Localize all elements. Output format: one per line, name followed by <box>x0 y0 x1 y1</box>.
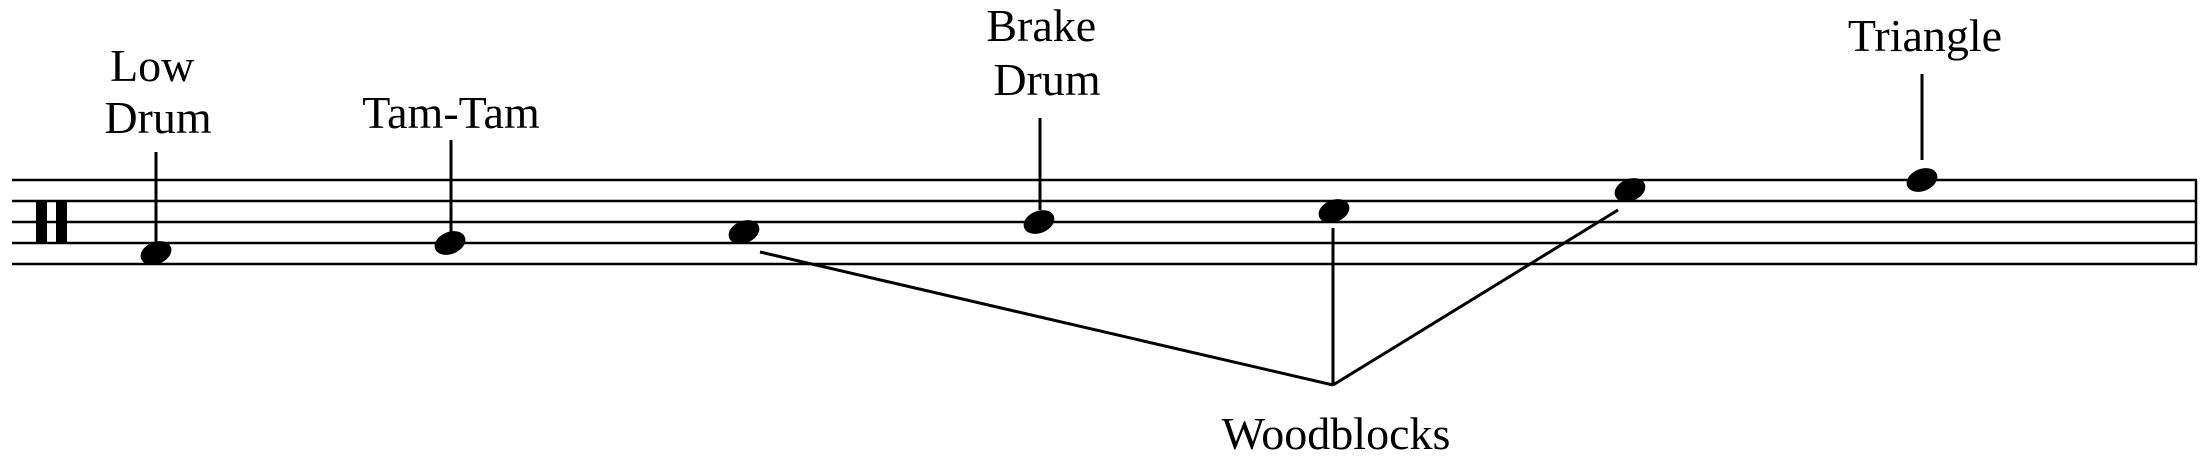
label-low-drum-line-1: Low <box>110 40 195 91</box>
label-woodblocks-line-1: Woodblocks <box>1222 408 1451 459</box>
label-tam-tam-line-1: Tam-Tam <box>362 87 540 138</box>
label-brake-drum-line-2: Drum <box>993 54 1101 105</box>
notehead-woodblock-3 <box>1614 178 1646 202</box>
clef-bar-left <box>36 201 47 243</box>
leader-line-woodblock-3 <box>1332 208 1619 387</box>
percussion-clef-icon <box>36 201 67 243</box>
label-triangle: Triangle <box>1848 10 2002 61</box>
instrument-tam-tam: Tam-Tam <box>362 87 540 255</box>
label-tam-tam: Tam-Tam <box>362 87 540 138</box>
label-triangle-line-1: Triangle <box>1848 10 2002 61</box>
staff <box>12 178 2198 266</box>
instrument-low-drum: Low Drum <box>104 40 212 265</box>
label-low-drum-line-2: Drum <box>104 92 212 143</box>
clef-bar-right <box>56 201 67 243</box>
leader-line-woodblock-1 <box>759 250 1334 387</box>
notehead-low-drum <box>140 241 172 265</box>
notehead-woodblock-2 <box>1318 199 1350 223</box>
instrument-brake-drum: Brake Drum <box>986 0 1107 234</box>
label-brake-drum: Brake Drum <box>986 0 1107 105</box>
notehead-brake-drum <box>1023 210 1055 234</box>
notehead-woodblock-1 <box>728 220 760 244</box>
notehead-triangle <box>1906 168 1938 192</box>
notehead-tam-tam <box>434 231 466 255</box>
instrument-triangle: Triangle <box>1848 10 2002 192</box>
label-low-drum: Low Drum <box>104 40 212 143</box>
label-brake-drum-line-1: Brake <box>986 0 1096 51</box>
label-woodblocks: Woodblocks <box>1222 408 1451 459</box>
woodblocks-group: Woodblocks <box>728 178 1646 459</box>
